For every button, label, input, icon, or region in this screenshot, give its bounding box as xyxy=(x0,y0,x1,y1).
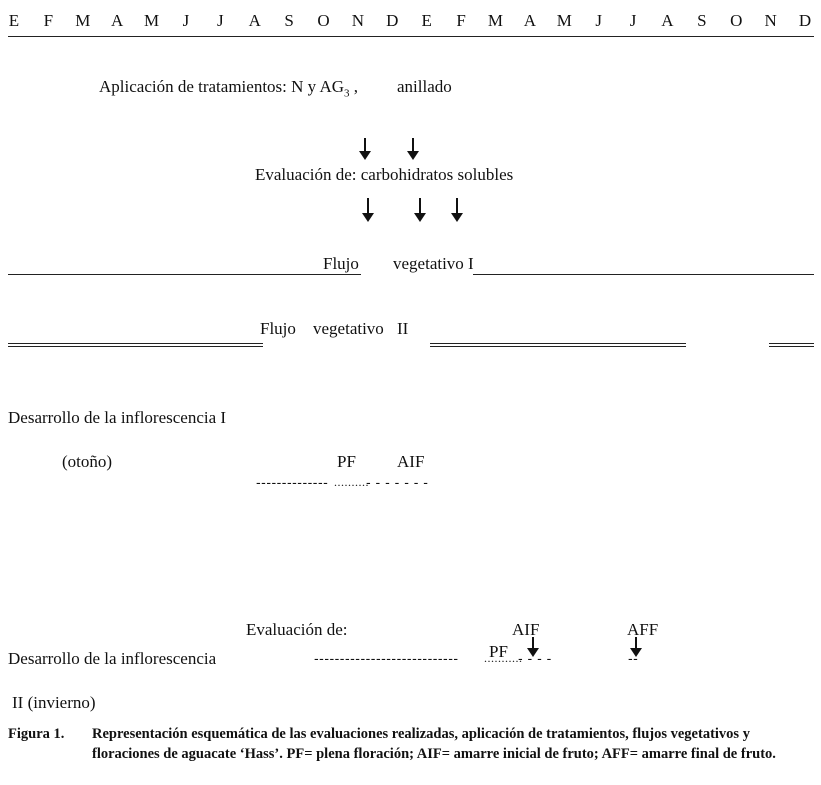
month-label: M xyxy=(487,11,504,30)
inflorescence2-pf: PF xyxy=(489,642,508,661)
inflorescence2-dashes-spaced: - - - - xyxy=(518,650,552,666)
inflorescence1-title: Desarrollo de la inflorescencia I xyxy=(8,408,227,427)
inflorescence1-pf: PF xyxy=(337,452,356,471)
month-label: D xyxy=(386,11,399,30)
flush2-numeral: II xyxy=(397,319,409,338)
month-label: A xyxy=(248,11,261,30)
inflorescence2-dots: ........... xyxy=(484,651,523,665)
treatments-subscript: 3 xyxy=(344,87,350,100)
month-label: J xyxy=(217,11,224,30)
month-label: O xyxy=(730,11,743,30)
month-label: E xyxy=(421,11,432,30)
month-label: E xyxy=(8,11,20,30)
figure-caption: Figura 1. Representación esquemática de … xyxy=(8,724,818,764)
month-label: F xyxy=(43,11,54,30)
down-arrow-icon xyxy=(451,198,463,222)
month-label: D xyxy=(798,11,812,30)
inflorescence1-dots: .......... xyxy=(334,475,369,489)
month-label: A xyxy=(661,11,674,30)
down-arrow-icon xyxy=(362,198,374,222)
flush2-line-2 xyxy=(430,343,686,347)
month-label: A xyxy=(111,11,124,30)
month-label: M xyxy=(75,11,91,30)
month-label: A xyxy=(523,11,536,30)
down-arrow-icon xyxy=(359,138,371,160)
inflorescence1-season: (otoño) xyxy=(62,452,113,471)
down-arrow-icon xyxy=(630,637,642,657)
inflorescence2-evaluation-label: Evaluación de: xyxy=(246,620,348,639)
inflorescence2-aff: AFF xyxy=(627,620,659,639)
flush2-line-3 xyxy=(769,343,814,347)
flush1-line-left xyxy=(8,274,361,275)
flush1-line-right xyxy=(473,274,814,275)
down-arrow-icon xyxy=(527,637,539,657)
figure-caption-text: Representación esquemática de las evalua… xyxy=(92,726,776,762)
month-label: M xyxy=(556,11,572,30)
month-label: S xyxy=(697,11,707,30)
flush1-word2: vegetativo I xyxy=(393,254,474,273)
inflorescence2-dashes: ---------------------------- xyxy=(314,650,459,666)
month-label: F xyxy=(456,11,466,30)
flush1-word1: Flujo xyxy=(323,254,359,273)
month-label: N xyxy=(351,11,365,30)
treatments-separator: , xyxy=(349,77,359,96)
figure-caption-label: Figura 1. xyxy=(8,726,65,742)
inflorescence1-dashes-spaced: - - - - - - - xyxy=(366,474,429,490)
month-label: S xyxy=(284,11,294,30)
down-arrow-icon xyxy=(407,138,419,160)
month-label: J xyxy=(182,11,190,30)
month-axis-rule xyxy=(8,36,814,37)
ringing-label: anillado xyxy=(397,77,452,96)
carbohydrate-evaluation-label: Evaluación de: carbohidratos solubles xyxy=(255,165,514,184)
flush2-word2: vegetativo xyxy=(313,319,384,338)
month-label: J xyxy=(629,11,637,30)
inflorescence2-season: II (invierno) xyxy=(12,693,96,712)
inflorescence1-dashes: -------------- xyxy=(256,474,329,490)
inflorescence2-aif: AIF xyxy=(512,620,540,639)
month-label: M xyxy=(144,11,160,30)
flush2-word1: Flujo xyxy=(260,319,296,338)
inflorescence2-dashes-end: -- xyxy=(628,650,639,666)
flush2-line-1 xyxy=(8,343,263,347)
down-arrow-icon xyxy=(414,198,426,222)
month-label: N xyxy=(764,11,777,30)
month-label: J xyxy=(595,11,602,30)
month-label: O xyxy=(317,11,330,30)
inflorescence2-title: Desarrollo de la inflorescencia xyxy=(8,649,217,668)
inflorescence1-aif: AIF xyxy=(397,452,425,471)
treatments-text: Aplicación de tratamientos: N y AG xyxy=(99,77,345,96)
treatments-label: Aplicación de tratamientos: N y AG3 , xyxy=(99,78,358,99)
